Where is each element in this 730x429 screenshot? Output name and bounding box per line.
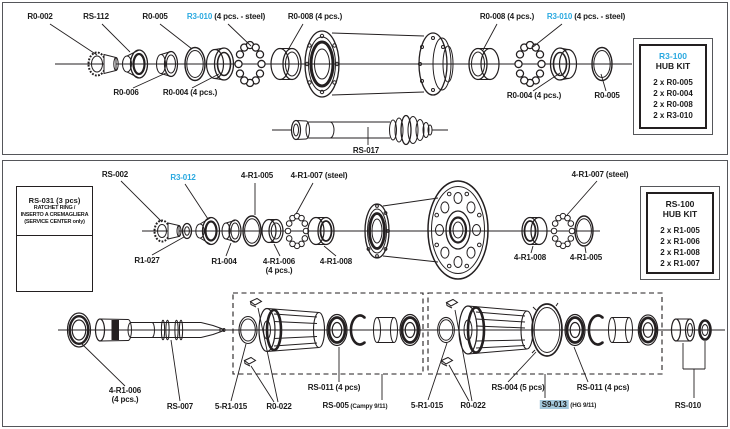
part-r1-004: [221, 219, 242, 243]
label-r0-022-a: R0-022: [266, 402, 292, 411]
part-rs-017-axle: [272, 114, 448, 146]
kit-item: 2 x R1-005: [660, 226, 700, 235]
label-rs-011-a: RS-011 (4 pcs): [307, 383, 361, 392]
part-rs-002: [153, 219, 182, 243]
label-rs-017: RS-017: [352, 146, 380, 155]
hg-freehub-kit-box: [427, 292, 663, 375]
kit-item: 2 x R0-004: [653, 89, 693, 98]
part-rs-007-axle: [94, 318, 226, 342]
kit-item: 2 x R1-006: [660, 237, 700, 246]
label-r3-010-left: R3-010 (4 pcs. - steel): [186, 12, 266, 21]
label-rs-112: RS-112: [83, 12, 109, 21]
label-4-r1-008-right: 4-R1-008: [513, 253, 547, 262]
label-rs-002: RS-002: [101, 170, 129, 179]
part-r0-022-b: [441, 299, 458, 367]
label-r0-006: R0-006: [113, 88, 139, 97]
label-r0-002: R0-002: [27, 12, 53, 21]
label-r0-005-right: R0-005: [594, 91, 620, 100]
label-rs-010: RS-010: [674, 401, 702, 410]
part-campy-freehub-body: [258, 307, 326, 353]
service-box-text: INSERTO A CREMAGLIERA: [20, 212, 89, 218]
label-r3-012: R3-012: [170, 173, 196, 182]
part-r0-008-right: [468, 47, 500, 81]
label-r0-022-b: R0-022: [460, 401, 486, 410]
label-rs-005: RS-005 (Campy 9/11): [322, 401, 388, 410]
kit-item: 2 x R0-008: [653, 100, 693, 109]
label-4-r1-005-top: 4-R1-005: [240, 171, 274, 180]
service-box-code: RS-031 (3 pcs): [28, 196, 81, 205]
part-r0-002: [87, 51, 119, 77]
kit-title: RS-100: [665, 199, 695, 209]
label-s9-013: S9-013 (HG 9/11): [539, 400, 597, 409]
label-rs-011-b: RS-011 (4 pcs): [576, 383, 630, 392]
label-r0-004-left: R0-004 (4 pcs.): [162, 88, 218, 97]
leader-lines: [49, 23, 607, 403]
part-r0-004-left: [205, 47, 235, 81]
part-r0-008-left: [270, 47, 302, 81]
kit-item: 2 x R0-005: [653, 78, 693, 87]
service-box-text: (SERVICE CENTER only): [24, 219, 85, 225]
kit-item: 2 x R3-010: [653, 111, 693, 120]
label-r3-010-right: R3-010 (4 pcs. - steel): [546, 12, 626, 21]
kit-title: R3-100: [659, 51, 687, 61]
part-rs-112: [122, 49, 149, 79]
part-4-r1-008-left: [307, 216, 335, 246]
kit-item: 2 x R1-008: [660, 248, 700, 257]
label-rs-004: RS-004 (5 pcs): [491, 383, 545, 392]
part-4-r1-008-right: [521, 216, 548, 246]
part-hg-freehub-body: [458, 305, 534, 355]
kit-item: 2 x R1-007: [660, 259, 700, 268]
part-r0-004-right: [549, 47, 578, 81]
service-box-text: RATCHET RING /: [33, 205, 76, 211]
label-r1-027: R1-027: [134, 256, 160, 265]
part-rs-004-ring: [531, 302, 563, 357]
label-4-r1-006-low: 4-R1-006(4 pcs.): [108, 386, 142, 404]
part-front-hub-body: [304, 30, 454, 98]
label-r0-005-left: R0-005: [142, 12, 168, 21]
label-rs-007: RS-007: [166, 402, 194, 411]
rear-hub-kit-box: RS-100 HUB KIT 2 x R1-005 2 x R1-006 2 x…: [640, 186, 720, 280]
label-5-r1-015-a: 5-R1-015: [214, 402, 248, 411]
front-hub-kit-box: R3-100 HUB KIT 2 x R0-005 2 x R0-004 2 x…: [633, 38, 713, 135]
part-4-r1-005-top: [242, 215, 262, 247]
label-r0-004-right: R0-004 (4 pcs.): [506, 91, 562, 100]
part-r1-027: [181, 222, 193, 240]
part-r0-005-left: [184, 46, 206, 82]
label-4-r1-007-left: 4-R1-007 (steel): [290, 171, 348, 180]
part-rs-010-caps: [670, 318, 712, 398]
part-4-r1-005-right: [574, 215, 594, 247]
label-4-r1-006-mid: 4-R1-006(4 pcs.): [262, 257, 296, 275]
label-4-r1-008-left: 4-R1-008: [319, 257, 353, 266]
part-4-r1-006-low: [66, 312, 92, 348]
label-r0-008-left: R0-008 (4 pcs.): [287, 12, 343, 21]
part-r3-012: [195, 216, 221, 246]
part-4-r1-006-mid: [261, 218, 284, 244]
label-5-r1-015-b: 5-R1-015: [410, 401, 444, 410]
label-4-r1-007-right: 4-R1-007 (steel): [571, 170, 629, 179]
campy-freehub-kit-box: [232, 292, 424, 375]
kit-subtitle: HUB KIT: [655, 61, 691, 71]
label-4-r1-005-right: 4-R1-005: [569, 253, 603, 262]
ratchet-ring-service-box: RS-031 (3 pcs) RATCHET RING / INSERTO A …: [16, 186, 93, 292]
part-r0-006: [156, 50, 179, 78]
kit-subtitle: HUB KIT: [662, 209, 698, 219]
part-rear-hub-body: [364, 180, 489, 280]
label-r0-008-right: R0-008 (4 pcs.): [479, 12, 535, 21]
label-r1-004: R1-004: [211, 257, 237, 266]
